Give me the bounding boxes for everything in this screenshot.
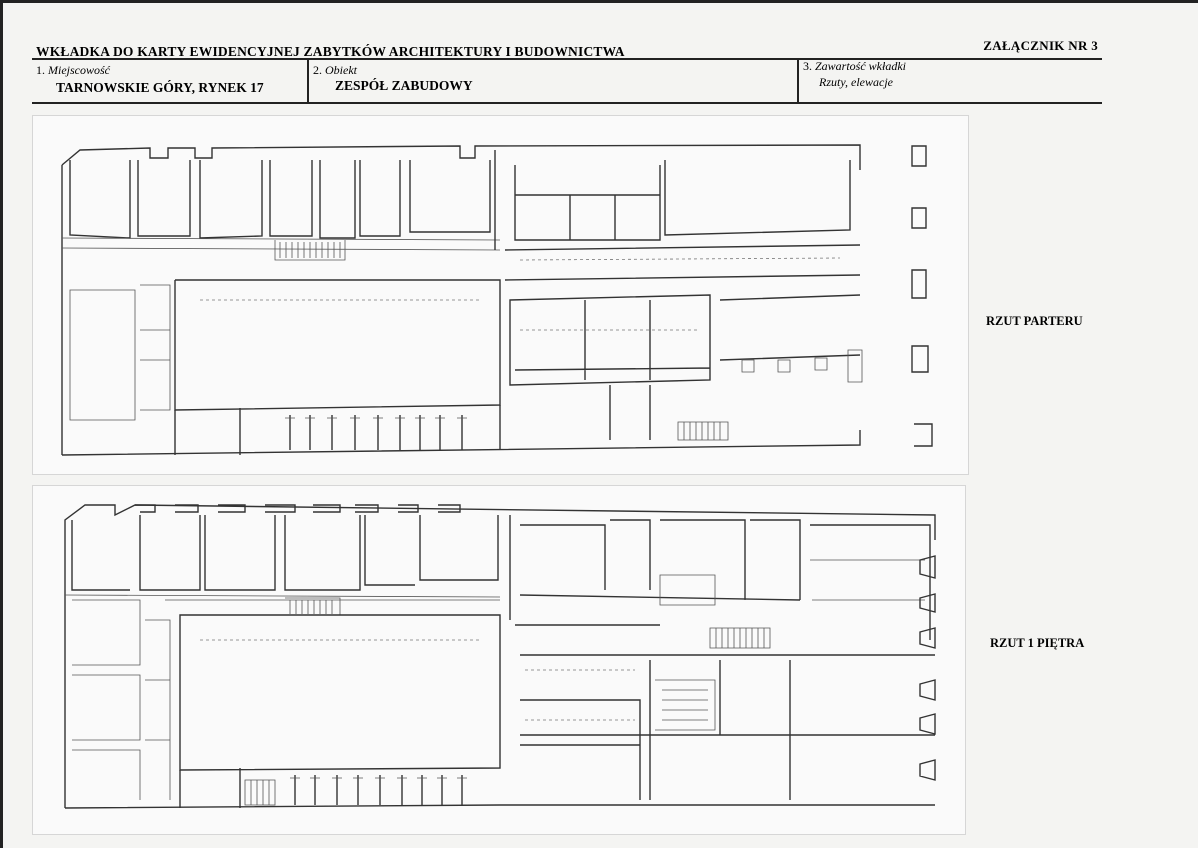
ground-piers bbox=[741, 349, 863, 383]
first-front-rooms bbox=[71, 515, 499, 591]
field-2-number: 2. bbox=[313, 63, 322, 77]
field-divider-2 bbox=[797, 58, 799, 104]
ground-right-rooms bbox=[509, 294, 861, 440]
first-floor-sheet bbox=[32, 485, 966, 835]
ground-front-rooms bbox=[69, 160, 491, 239]
first-lower-stair bbox=[244, 779, 276, 806]
field-3-number: 3. bbox=[803, 59, 812, 73]
ground-west-wing bbox=[69, 284, 171, 421]
ground-dashed-lines bbox=[200, 257, 841, 331]
ground-right-front bbox=[494, 150, 851, 250]
field-1-value: TARNOWSKIE GÓRY, RYNEK 17 bbox=[56, 80, 264, 95]
first-right-details bbox=[659, 559, 925, 649]
first-floor-plan bbox=[64, 504, 936, 809]
ground-side-markers bbox=[911, 145, 933, 447]
ground-floor-plan bbox=[61, 144, 933, 456]
first-outer-wall bbox=[64, 504, 936, 552]
field-2-label: 2. Obiekt bbox=[313, 63, 357, 78]
first-corridor-lines bbox=[64, 594, 501, 616]
field-3-caption: Zawartość wkładki bbox=[815, 59, 907, 73]
field-1-label: 1. Miejscowość bbox=[36, 63, 110, 78]
first-dashed-lines bbox=[200, 639, 635, 721]
ground-stair bbox=[279, 242, 341, 258]
header-rule-top bbox=[32, 58, 1102, 60]
first-stair bbox=[289, 600, 333, 614]
field-3-value: Rzuty, elewacje bbox=[819, 75, 893, 89]
field-2-value: ZESPÓŁ ZABUDOWY bbox=[335, 78, 473, 93]
ground-corridor bbox=[504, 244, 861, 281]
document-title: WKŁADKA DO KARTY EWIDENCYJNEJ ZABYTKÓW A… bbox=[36, 44, 625, 59]
first-courtyard bbox=[179, 614, 501, 771]
field-2-caption: Obiekt bbox=[325, 63, 357, 77]
first-side-markers bbox=[919, 555, 936, 781]
ground-front-partitions bbox=[61, 237, 501, 261]
ground-arcade bbox=[174, 405, 501, 455]
first-inner-stair bbox=[655, 679, 716, 731]
ground-courtyard bbox=[174, 279, 501, 411]
first-west-rooms bbox=[72, 599, 171, 800]
ground-lower-stair bbox=[677, 421, 729, 441]
field-3-label: 3. Zawartość wkładki bbox=[803, 59, 906, 74]
header-rule-bottom bbox=[32, 102, 1102, 104]
field-1-number: 1. bbox=[36, 63, 45, 77]
first-south-wall bbox=[64, 804, 935, 809]
ground-floor-plan-label: RZUT PARTERU bbox=[986, 314, 1083, 328]
first-arcade bbox=[179, 768, 463, 808]
field-1-caption: Miejscowość bbox=[48, 63, 110, 77]
first-top-piers bbox=[135, 504, 461, 513]
ground-outer-wall bbox=[61, 144, 861, 170]
field-divider-1 bbox=[307, 58, 309, 104]
first-floor-plan-label: RZUT 1 PIĘTRA bbox=[990, 636, 1085, 650]
ground-south-wall bbox=[61, 430, 861, 456]
annex-label: ZAŁĄCZNIK NR 3 bbox=[983, 38, 1098, 53]
first-right-block bbox=[509, 515, 935, 800]
